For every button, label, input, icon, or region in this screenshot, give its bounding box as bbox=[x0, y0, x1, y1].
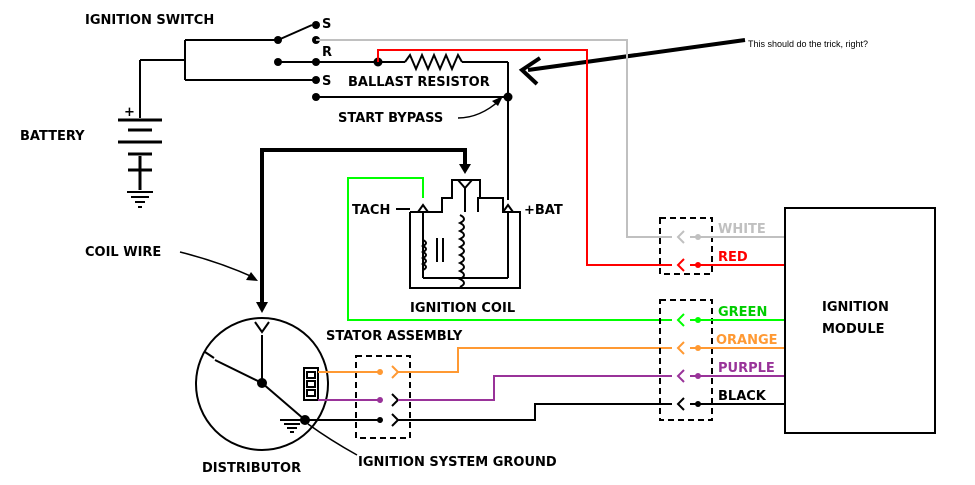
orange-connector-socket bbox=[391, 365, 400, 379]
annotation-arrowhead bbox=[518, 56, 542, 86]
distributor-label: DISTRIBUTOR bbox=[202, 461, 301, 476]
terminal-r-label: R bbox=[322, 45, 332, 60]
ignition-module-label-line1: IGNITION bbox=[822, 300, 889, 315]
terminal-s-top-label: S bbox=[322, 17, 331, 32]
purple-wire bbox=[398, 375, 672, 401]
coil-wire bbox=[260, 148, 467, 305]
black-stator-pin bbox=[377, 417, 383, 423]
battery-label: BATTERY bbox=[20, 129, 85, 144]
ignition-module-label-line2: MODULE bbox=[822, 322, 885, 337]
purple-stator-pin bbox=[377, 397, 383, 403]
annotation-arrow-line bbox=[527, 38, 746, 72]
bat-terminal-label: +BAT bbox=[524, 203, 563, 218]
battery-symbol bbox=[118, 118, 162, 190]
orange-wire bbox=[398, 347, 672, 373]
ignition-switch-label: IGNITION SWITCH bbox=[85, 13, 214, 28]
annotation-text: This should do the trick, right? bbox=[748, 39, 868, 49]
distributor-ground-symbol bbox=[280, 419, 305, 433]
distributor bbox=[195, 317, 329, 451]
stator-pickup bbox=[303, 367, 319, 401]
white-wire bbox=[316, 39, 672, 238]
module-connector-upper bbox=[659, 217, 713, 275]
red-wire bbox=[377, 49, 672, 266]
purple-connector-socket bbox=[391, 393, 400, 407]
ignition-system-ground-label: IGNITION SYSTEM GROUND bbox=[358, 455, 557, 470]
battery-plus-sign: + bbox=[124, 105, 135, 120]
wire-label-green: GREEN bbox=[718, 305, 767, 320]
coil-wire-label: COIL WIRE bbox=[85, 245, 161, 260]
green-wire bbox=[347, 177, 672, 321]
coil-wire-pointer bbox=[179, 251, 256, 279]
tach-label: TACH bbox=[352, 203, 390, 218]
coil-wire-pointer-head bbox=[246, 272, 258, 281]
orange-stator-pin bbox=[377, 369, 383, 375]
wire-label-black: BLACK bbox=[718, 389, 767, 404]
stator-connector bbox=[355, 355, 411, 439]
distributor-shaft bbox=[257, 378, 267, 388]
module-side-pins bbox=[695, 234, 701, 407]
wire-label-orange: ORANGE bbox=[716, 333, 778, 348]
terminal-s-bottom-label: S bbox=[322, 74, 331, 89]
ignition-switch bbox=[139, 24, 508, 118]
coil-wire-arrow-top bbox=[459, 164, 471, 174]
ballast-resistor-box bbox=[378, 52, 509, 200]
module-side-terminals bbox=[676, 230, 785, 411]
stator-assembly-label: STATOR ASSEMBLY bbox=[326, 329, 463, 344]
battery-ground-symbol bbox=[127, 191, 153, 208]
ignition-coil bbox=[409, 179, 521, 289]
ignition-module bbox=[784, 207, 936, 434]
wire-label-red: RED bbox=[718, 250, 748, 265]
start-bypass-label: START BYPASS bbox=[338, 111, 443, 126]
coil-wire-arrow-bottom bbox=[256, 302, 268, 313]
black-wire bbox=[398, 403, 672, 421]
black-connector-socket bbox=[391, 413, 400, 427]
module-connector-lower bbox=[659, 299, 713, 421]
resistor-junctions bbox=[373, 57, 513, 102]
ground-pointer bbox=[307, 423, 358, 456]
switch-contacts bbox=[274, 21, 320, 101]
wire-label-white: WHITE bbox=[718, 222, 766, 237]
wire-label-purple: PURPLE bbox=[718, 361, 775, 376]
ignition-coil-label: IGNITION COIL bbox=[410, 301, 515, 316]
start-bypass-arrowhead bbox=[492, 96, 503, 106]
start-bypass-pointer bbox=[457, 99, 501, 119]
ballast-resistor-label: BALLAST RESISTOR bbox=[348, 75, 490, 90]
